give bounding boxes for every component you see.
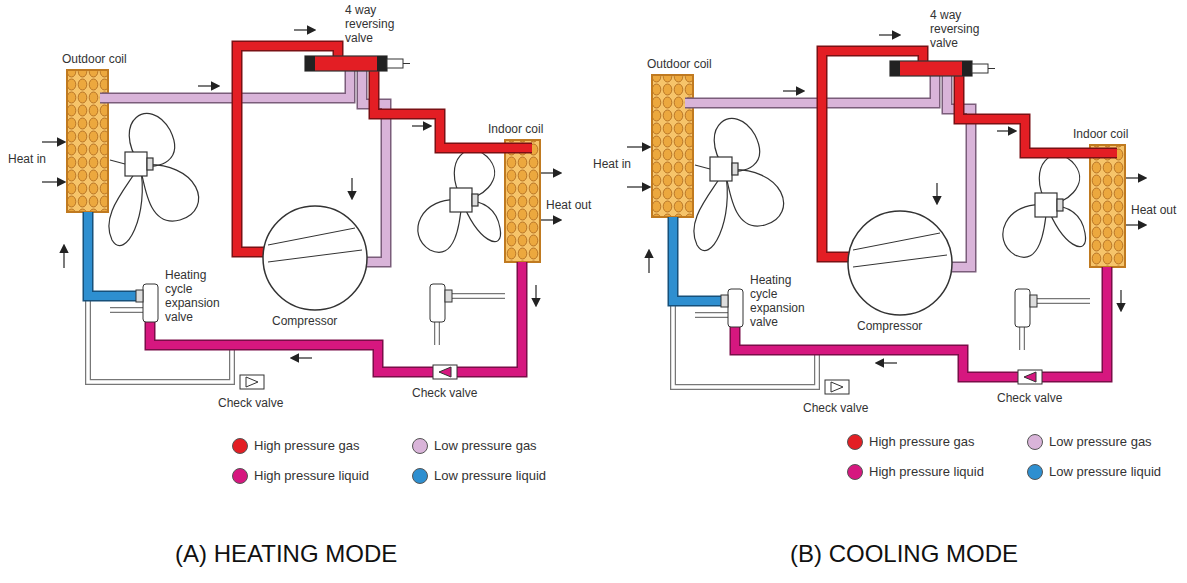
caption: (A) HEATING MODE [175,540,397,568]
compressor-label: Compressor [857,319,922,333]
valve-label: Heating cycle expansion valve [165,268,235,324]
coil-label: Outdoor coil [647,57,712,71]
legend-text: Low pressure liquid [434,468,546,484]
legend-swatch [847,464,863,480]
legend-text: High pressure gas [254,438,360,454]
valve-label: Check valve [997,391,1062,405]
cooling-panel [627,35,1145,394]
legend-swatch [847,434,863,450]
legend-swatch [1027,464,1043,480]
legend-swatch [1027,434,1043,450]
legend-text: Low pressure liquid [1049,464,1161,480]
legend-swatch [412,468,428,484]
heat-label: Heat out [546,198,591,212]
legend-text: Low pressure gas [434,438,537,454]
valve-label: Check valve [803,401,868,415]
legend-text: Low pressure gas [1049,434,1152,450]
coil-label: Outdoor coil [62,52,127,66]
coil-label: Indoor coil [488,122,543,136]
coil-label: Indoor coil [1073,127,1128,141]
legend-swatch [412,438,428,454]
valve-label: 4 way reversing valve [930,8,992,50]
legend-text: High pressure liquid [869,464,984,480]
compressor-label: Compressor [272,314,337,328]
legend-text: High pressure gas [869,434,975,450]
heat-label: Heat out [1131,203,1176,217]
valve-label: Check valve [412,386,477,400]
caption: (B) COOLING MODE [790,540,1018,568]
valve-label: Check valve [218,396,283,410]
heating-panel [42,30,560,389]
valve-label: 4 way reversing valve [345,3,407,45]
legend-swatch [232,468,248,484]
heat-label: Heat in [593,157,631,171]
legend-text: High pressure liquid [254,468,369,484]
heat-label: Heat in [8,152,46,166]
valve-label: Heating cycle expansion valve [750,273,820,329]
legend-swatch [232,438,248,454]
